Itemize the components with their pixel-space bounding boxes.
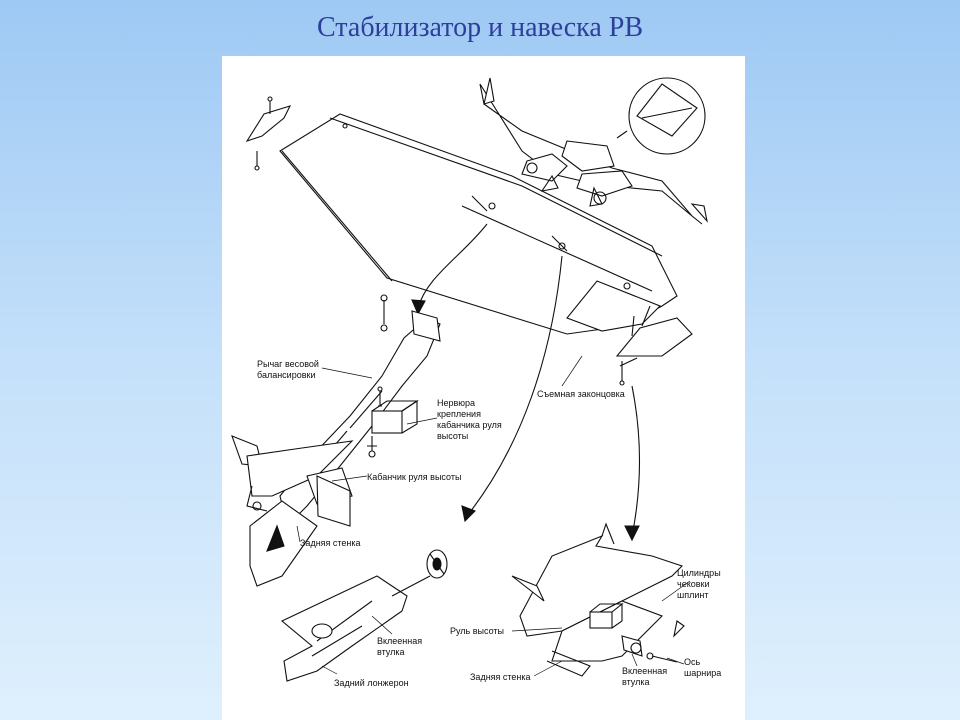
hinge-pin-label-line2: чековки xyxy=(677,579,709,589)
tip-label: Съемная законцовка xyxy=(537,389,625,399)
hinge-pin-label-line1: Цилиндры xyxy=(677,568,721,578)
bushing-label-line2: втулка xyxy=(377,647,405,657)
bushing-label-line1: Вклеенная xyxy=(377,636,422,646)
slide-title: Стабилизатор и навеска РВ xyxy=(317,12,643,43)
bushing-2-label-line2: втулка xyxy=(622,677,650,687)
counterweight-assembly xyxy=(231,294,441,587)
rib-label-line4: высоты xyxy=(437,431,468,441)
lever-label-line2: балансировки xyxy=(257,370,315,380)
diagram-panel: Рычаг весовой балансировки Нервюра крепл… xyxy=(222,56,745,720)
left-tip-part xyxy=(245,96,292,171)
leader-lines xyxy=(296,355,691,677)
rib-label-line3: кабанчика руля xyxy=(437,420,502,430)
hinge-axis-label-line2: шарнира xyxy=(684,668,721,678)
rear-spar-label: Задний лонжерон xyxy=(334,678,409,688)
right-tip-part xyxy=(615,305,693,386)
bushing-detail xyxy=(280,549,448,682)
detail-arrows xyxy=(411,223,641,542)
hinge-axis-label-line1: Ось xyxy=(684,657,701,667)
aircraft-thumbnail xyxy=(479,77,708,225)
bushing-2-label-line1: Вклеенная xyxy=(622,666,667,676)
rear-wall-2-label: Задняя стенка xyxy=(470,672,531,682)
horn-label: Кабанчик руля высоты xyxy=(367,472,461,482)
hinge-pin-label-line3: шплинт xyxy=(677,590,708,600)
lever-label-line1: Рычаг весовой xyxy=(257,359,319,369)
stabilizer-surface xyxy=(279,113,678,335)
elevator-label: Руль высоты xyxy=(450,626,504,636)
rib-label-line2: крепления xyxy=(437,409,481,419)
stabilizer-diagram: Рычаг весовой балансировки Нервюра крепл… xyxy=(231,77,721,688)
rib-label-line1: Нервюра xyxy=(437,398,475,408)
elevator-hinge-detail xyxy=(511,522,685,677)
rear-wall-label: Задняя стенка xyxy=(300,538,361,548)
